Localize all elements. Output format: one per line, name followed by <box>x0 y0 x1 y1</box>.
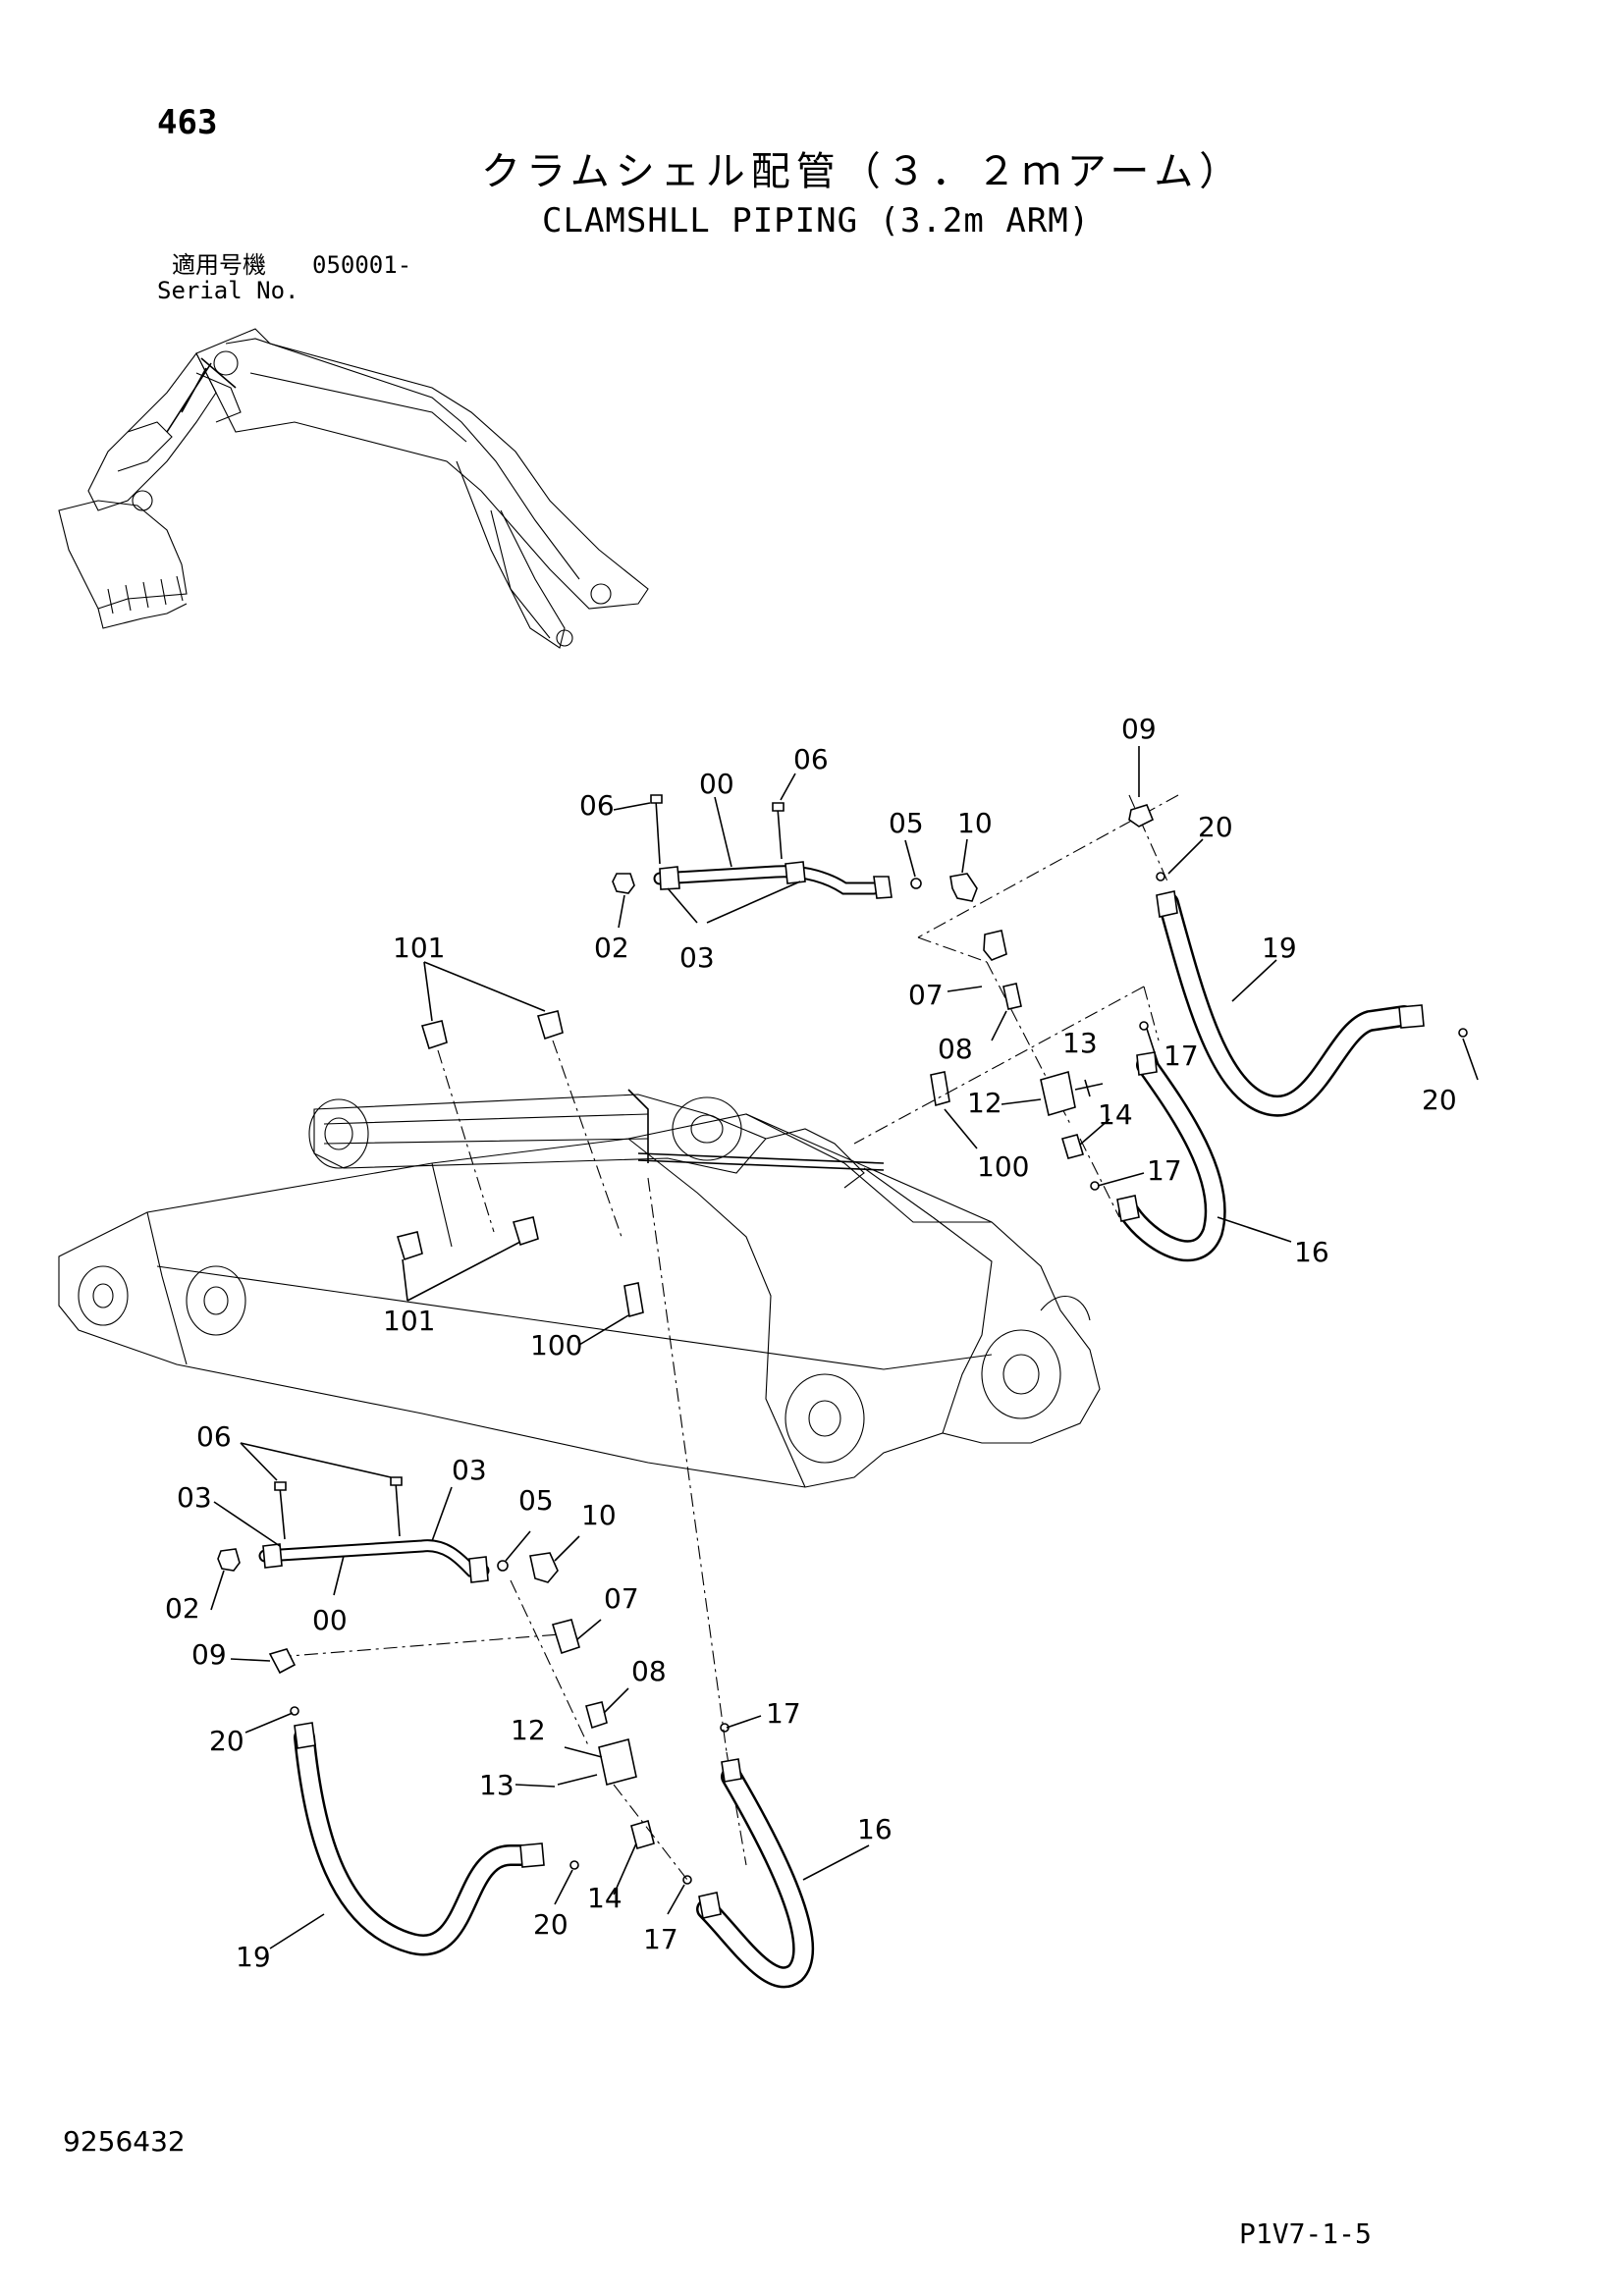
callout-13: 13 <box>479 1769 514 1801</box>
callout-03: 03 <box>679 941 715 974</box>
callout-17: 17 <box>1164 1040 1199 1072</box>
callout-101: 101 <box>393 932 445 964</box>
callout-20: 20 <box>1422 1084 1457 1116</box>
serial-label-japanese: 適用号機 <box>172 251 266 279</box>
callout-05: 05 <box>518 1484 554 1517</box>
overview-excavator-thumbnail <box>58 328 649 649</box>
upper-pipe-assembly <box>612 794 1468 1262</box>
callout-19: 19 <box>236 1941 271 1973</box>
callout-08: 08 <box>631 1655 667 1687</box>
leader-lines-upper <box>423 746 1479 1243</box>
callout-20: 20 <box>533 1908 568 1941</box>
callout-03: 03 <box>452 1454 487 1486</box>
callout-10: 10 <box>581 1499 617 1531</box>
page-number: 463 <box>157 103 218 142</box>
callout-05: 05 <box>889 807 924 839</box>
callout-100: 100 <box>530 1329 582 1362</box>
callout-09: 09 <box>191 1638 227 1671</box>
callout-101: 101 <box>383 1305 435 1337</box>
leader-lines-lower <box>210 1442 870 1949</box>
assembly-lines-upper <box>437 794 1179 1866</box>
callout-16: 16 <box>1294 1236 1329 1268</box>
page-reference: P1V7-1-5 <box>1239 2217 1372 2250</box>
callout-100: 100 <box>977 1150 1029 1183</box>
callouts-arm: 101 100 <box>383 1305 582 1362</box>
callout-14: 14 <box>1098 1098 1133 1131</box>
callout-09: 09 <box>1121 713 1157 745</box>
callout-02: 02 <box>594 932 629 964</box>
page-title-japanese: クラムシェル配管（３．２ｍアーム） <box>481 149 1245 194</box>
callout-10: 10 <box>957 807 993 839</box>
callout-06: 06 <box>196 1420 232 1453</box>
callout-14: 14 <box>587 1882 623 1914</box>
callout-20: 20 <box>1198 811 1233 843</box>
document-number: 9256432 <box>63 2125 186 2158</box>
callout-19: 19 <box>1262 932 1297 964</box>
serial-label-english: Serial No. <box>157 277 299 304</box>
callout-00: 00 <box>312 1604 348 1636</box>
callouts-upper: 09 06 00 06 05 10 20 19 02 03 101 07 08 … <box>393 713 1457 1268</box>
callout-03: 03 <box>177 1481 212 1514</box>
callout-17: 17 <box>643 1923 678 1955</box>
callout-13: 13 <box>1062 1027 1098 1059</box>
arm-body <box>58 1010 1101 1488</box>
callout-08: 08 <box>938 1033 973 1065</box>
callout-12: 12 <box>511 1714 546 1746</box>
lower-pipe-assembly <box>217 1476 815 1989</box>
callout-06: 06 <box>793 743 829 775</box>
callout-02: 02 <box>165 1592 200 1625</box>
callout-00: 00 <box>699 768 734 800</box>
callout-17: 17 <box>766 1697 801 1730</box>
leader-lines-arm <box>402 1241 629 1346</box>
callout-06: 06 <box>579 789 615 822</box>
callout-12: 12 <box>967 1087 1002 1119</box>
callout-16: 16 <box>857 1813 893 1845</box>
callout-17: 17 <box>1147 1154 1182 1187</box>
callout-07: 07 <box>604 1582 639 1615</box>
callouts-lower: 06 03 03 05 10 02 00 07 09 08 17 20 12 1… <box>165 1420 893 1973</box>
page-title-english: CLAMSHLL PIPING (3.2m ARM) <box>542 201 1091 240</box>
callout-20: 20 <box>209 1725 244 1757</box>
serial-code: 050001- <box>312 251 412 279</box>
callout-07: 07 <box>908 979 944 1011</box>
